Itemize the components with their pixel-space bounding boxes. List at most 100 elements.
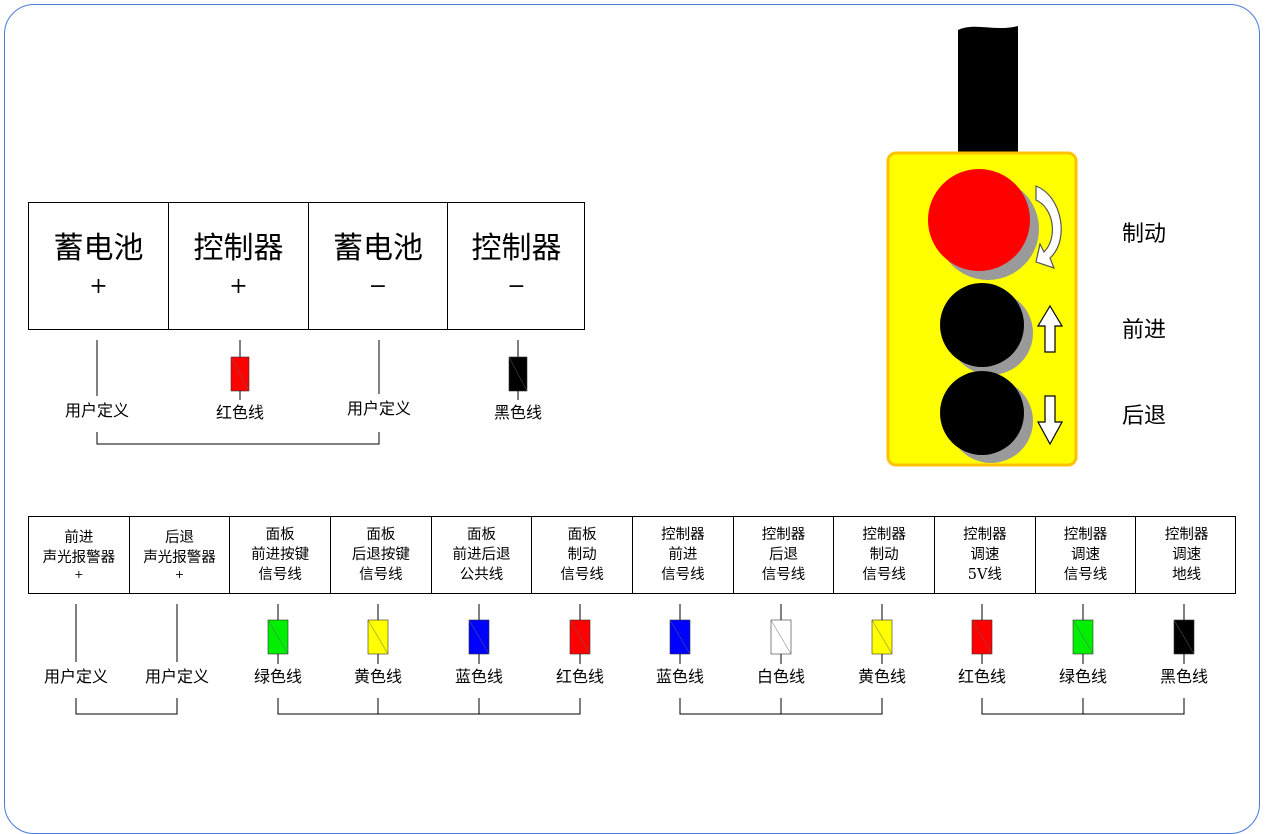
group-bracket (75, 698, 178, 715)
cell-line: 后退 (164, 530, 194, 546)
cell-line: 制动 (869, 547, 899, 563)
cell-line: 声光报警器 (42, 550, 116, 566)
cell-line: 后退 (768, 547, 798, 563)
rotate-arrow-icon (1035, 185, 1062, 269)
wire-chip-stripe (367, 619, 389, 655)
wire-label: 黄色线 (858, 667, 906, 686)
brake-button (928, 169, 1030, 271)
bottom-terminal-cell: 后退声光报警器 + (130, 517, 231, 593)
wire-label: 用户定义 (347, 399, 411, 418)
backward-label: 后退 (1122, 404, 1167, 429)
cell-line: 面板 (466, 527, 496, 543)
wire-label: 白色线 (757, 667, 805, 686)
cell-sign: − (368, 274, 388, 299)
pendant-cable (958, 26, 1018, 160)
cell-line: 声光报警器 (143, 550, 216, 566)
cell-line: 信号线 (661, 567, 705, 583)
cell-sign: + (174, 568, 185, 581)
bottom-terminal-table: 前进声光报警器+后退声光报警器+面板前进按键信号线面板后退按键信号线面板前进后退… (28, 516, 1236, 594)
cell-line: 控制器 (963, 527, 1007, 543)
terminal-controller-negative: 控制器 − (448, 203, 585, 329)
wire-label: 红色线 (958, 667, 1006, 686)
bottom-terminal-cell: 控制器调速 5V线 (935, 517, 1036, 593)
bottom-terminal-cell: 控制器前进信号线 (633, 517, 734, 593)
cell-line: 调速 (1172, 547, 1202, 563)
wire-chip-stripe (1072, 619, 1094, 655)
cell-line: 前进按键 (251, 547, 310, 563)
cell-line: 5V线 (967, 567, 1002, 583)
cell-line: 控制器 (1063, 527, 1108, 543)
cell-line: 信号线 (258, 567, 302, 583)
brake-label: 制动 (1122, 222, 1167, 247)
wire-chip-stripe (508, 356, 528, 392)
cell-line: 控制器 (862, 527, 906, 543)
down-arrow-icon (1036, 395, 1064, 446)
cell-name: 控制器 (193, 231, 284, 266)
forward-button (940, 283, 1024, 367)
wire-label: 黄色线 (354, 667, 402, 686)
cell-line: 信号线 (560, 567, 604, 583)
bottom-wires-group: 用户定义用户定义绿色线黄色线蓝色线红色线蓝色线白色线黄色线红色线绿色线黑色线 (44, 604, 1208, 715)
cell-line: 控制器 (761, 527, 806, 543)
cell-line: 公共线 (459, 567, 504, 583)
group-bracket (96, 432, 380, 445)
cell-sign: + (229, 274, 248, 299)
group-bracket (277, 698, 581, 715)
cell-sign: + (89, 274, 108, 299)
cell-name: 控制器 (471, 231, 562, 266)
cell-line: 调速 (1070, 547, 1100, 563)
backward-button (940, 371, 1024, 455)
cell-line: 控制器 (661, 527, 705, 543)
wire-chip-stripe (971, 619, 993, 655)
wire-label: 用户定义 (145, 667, 209, 686)
wire-chip-stripe (770, 619, 792, 655)
cell-line: 前进 (668, 547, 698, 563)
wire-chip-stripe (230, 356, 250, 392)
cell-line: 信号线 (862, 567, 906, 583)
cell-sign: − (507, 274, 526, 299)
cell-sign: + (74, 568, 84, 581)
pendant-control (886, 26, 1078, 467)
cell-line: 面板 (567, 527, 597, 543)
cell-line: 制动 (567, 547, 597, 563)
cell-line: 后退按键 (351, 547, 410, 563)
wire-label: 蓝色线 (656, 667, 704, 686)
wire-label: 用户定义 (65, 401, 129, 420)
bottom-terminal-cell: 控制器调速信号线 (1036, 517, 1137, 593)
cell-line: 信号线 (359, 567, 403, 583)
cell-line: 前进后退 (452, 547, 511, 563)
wire-chip-stripe (569, 619, 591, 655)
bottom-terminal-cell: 前进声光报警器+ (29, 517, 130, 593)
bottom-terminal-cell: 面板后退按键信号线 (331, 517, 432, 593)
wire-chip-stripe (871, 619, 893, 655)
terminal-battery-negative: 蓄电池 − (309, 203, 448, 329)
wire-label: 红色线 (216, 403, 264, 422)
cell-line: 信号线 (1063, 567, 1108, 583)
bottom-terminal-cell: 控制器调速地线 (1136, 517, 1237, 593)
up-arrow-icon (1036, 304, 1064, 353)
wire-label: 绿色线 (254, 667, 302, 686)
wire-chip-stripe (669, 619, 691, 655)
wire-chip-stripe (267, 619, 289, 655)
cell-line: 面板 (265, 527, 295, 543)
cell-line: 信号线 (761, 567, 806, 583)
cell-line: 控制器 (1164, 527, 1209, 543)
bottom-terminal-cell: 控制器后退信号线 (734, 517, 835, 593)
wire-label: 红色线 (556, 667, 604, 686)
cell-name: 蓄电池 (53, 231, 144, 266)
bottom-terminal-cell: 面板制动信号线 (532, 517, 633, 593)
bottom-terminal-cell: 面板前进按键信号线 (230, 517, 331, 593)
wire-chip-stripe (1173, 619, 1195, 655)
wire-label: 黑色线 (1160, 667, 1208, 686)
terminal-controller-positive: 控制器 + (169, 203, 309, 329)
forward-label: 前进 (1122, 318, 1167, 343)
wire-label: 黑色线 (494, 403, 542, 422)
wire-chip-stripe (468, 619, 490, 655)
top-wires-group: 用户定义 红色线 用户定义 黑色线 (65, 340, 542, 445)
bottom-terminal-cell: 控制器制动信号线 (834, 517, 935, 593)
cell-name: 蓄电池 (333, 231, 423, 266)
wire-label: 绿色线 (1059, 667, 1107, 686)
cell-line: 调速 (970, 547, 1000, 563)
wire-label: 用户定义 (44, 667, 108, 686)
